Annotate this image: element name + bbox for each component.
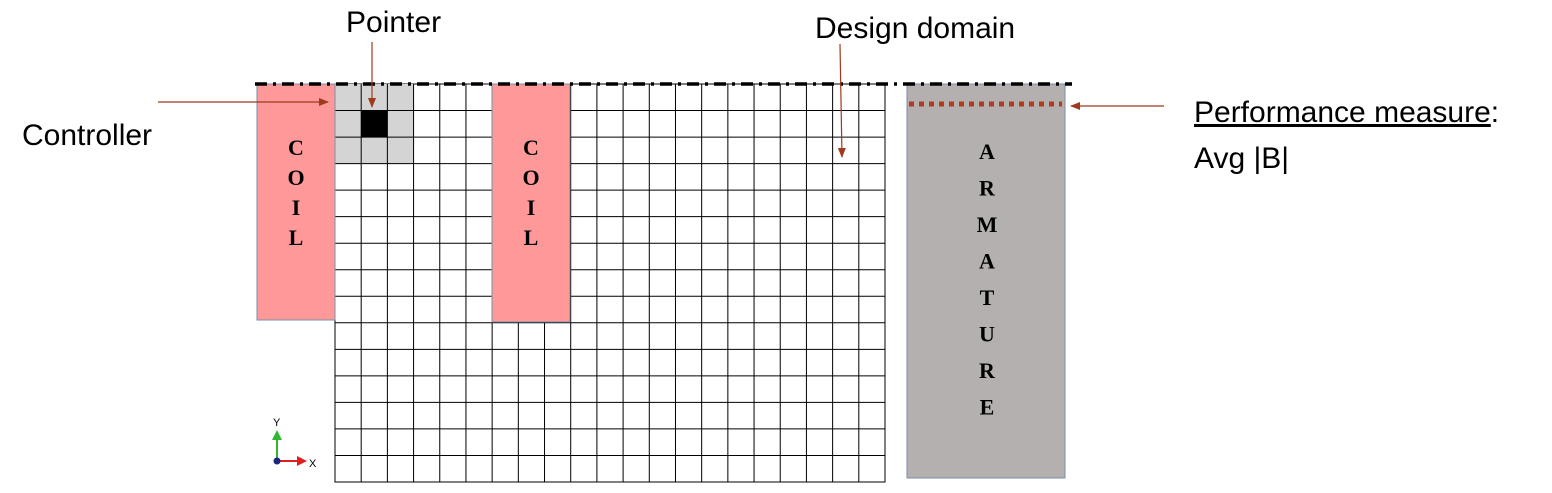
coil-left-letter: C	[288, 135, 304, 160]
design-domain-grid	[334, 83, 886, 483]
armature-letter: M	[977, 212, 998, 237]
coil-left-letter: I	[292, 195, 301, 220]
controller-label: Controller	[22, 119, 152, 152]
armature-letter: T	[980, 285, 995, 310]
coil-left-letter: O	[287, 165, 304, 190]
coil-right-letter: C	[523, 135, 539, 160]
armature	[906, 83, 1066, 479]
controller-cell	[387, 84, 414, 111]
armature-letter: R	[979, 176, 996, 201]
axes-icon: Y X	[272, 417, 317, 470]
performance-measure-heading: Performance measure:	[1194, 96, 1499, 129]
pointer-cell	[361, 110, 388, 138]
controller-cell	[387, 110, 414, 138]
controller-cell	[361, 137, 388, 164]
performance-measure-text: Performance measure	[1194, 96, 1491, 129]
coil-right	[491, 83, 571, 323]
axis-origin-dot	[273, 457, 281, 465]
armature-letter: U	[979, 322, 995, 347]
armature-letter: E	[980, 395, 995, 420]
controller-cell	[361, 84, 388, 111]
armature-letter: R	[979, 358, 996, 383]
x-axis-arrowhead	[297, 456, 307, 466]
coil-left	[256, 83, 336, 321]
y-axis-arrowhead	[272, 430, 282, 440]
controller-cell	[335, 84, 362, 111]
controller-cell	[387, 137, 414, 164]
armature-letter: A	[979, 249, 995, 274]
performance-measure-colon: :	[1491, 96, 1499, 129]
coil-right-letter: I	[527, 195, 536, 220]
x-axis-label: X	[309, 458, 317, 470]
design-domain-arrow	[837, 43, 846, 158]
coil-left-letter: L	[289, 225, 304, 250]
coil-right-letter: L	[524, 225, 539, 250]
coil-right-letter: O	[522, 165, 539, 190]
y-axis-label: Y	[273, 417, 281, 429]
armature-letter: A	[979, 139, 995, 164]
pointer-label: Pointer	[346, 6, 441, 39]
avg-b-label: Avg |B|	[1194, 142, 1289, 175]
grid-border	[334, 83, 886, 483]
design-domain-label: Design domain	[815, 12, 1015, 45]
controller-cell	[335, 137, 362, 164]
controller-cell	[335, 110, 362, 138]
